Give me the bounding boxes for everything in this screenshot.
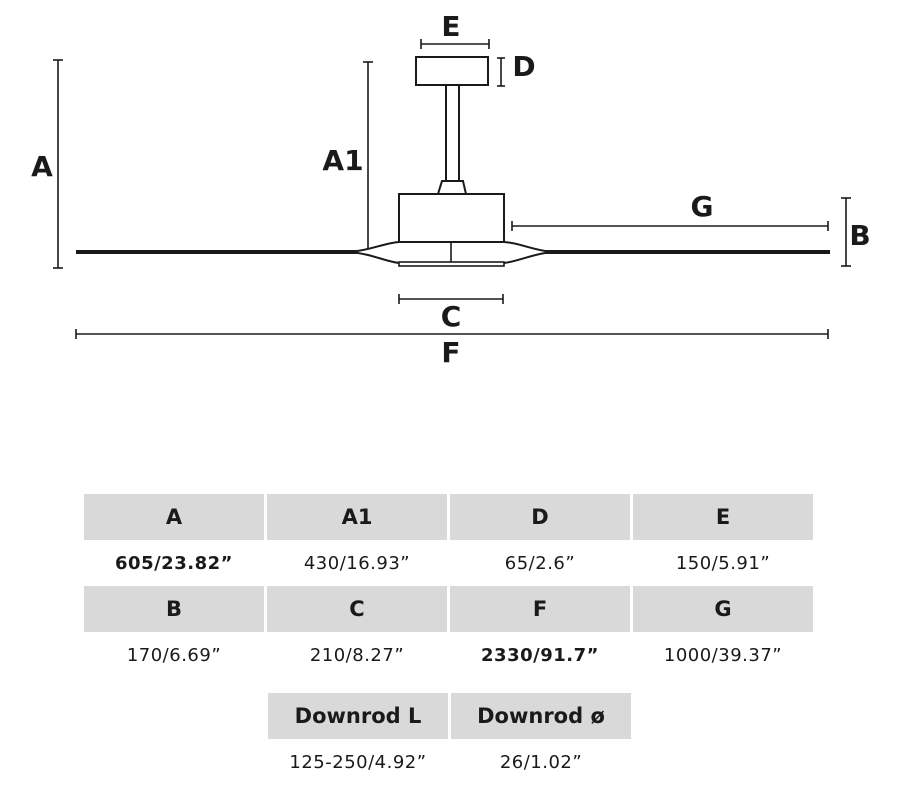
- header-g: G: [633, 586, 813, 632]
- label-d: D: [512, 50, 535, 83]
- label-c: C: [441, 300, 462, 333]
- value-d: 65/2.6”: [504, 552, 576, 574]
- downrod-coupler: [436, 180, 468, 195]
- value-b: 170/6.69”: [126, 644, 222, 666]
- label-a: A: [31, 150, 53, 183]
- dimension-line-e: [420, 39, 490, 49]
- header-c: C: [267, 586, 447, 632]
- value-downrod-diameter: 26/1.02”: [499, 751, 583, 773]
- value-downrod-length: 125-250/4.92”: [289, 751, 427, 773]
- header-downrod-diameter: Downrod ø: [451, 693, 631, 739]
- label-g: G: [691, 190, 714, 223]
- value-g: 1000/39.37”: [663, 644, 783, 666]
- header-f: F: [450, 586, 630, 632]
- dimension-line-b: [841, 197, 851, 267]
- label-b: B: [849, 219, 870, 252]
- value-c: 210/8.27”: [309, 644, 405, 666]
- dimension-line-f: [75, 329, 829, 339]
- label-e: E: [441, 10, 460, 43]
- label-f: F: [441, 336, 460, 369]
- downrod: [445, 84, 460, 182]
- dimension-line-a1: [363, 61, 373, 252]
- dimension-line-g: [511, 221, 829, 231]
- header-a: A: [84, 494, 264, 540]
- motor-housing: [398, 193, 505, 243]
- header-b: B: [84, 586, 264, 632]
- ceiling-canopy: [415, 56, 489, 86]
- dimension-line-a: [53, 59, 63, 269]
- ceiling-fan-drawing: [76, 56, 830, 267]
- dimension-table-row-3: Downrod L Downrod ø 125-250/4.92” 26/1.0…: [268, 693, 631, 785]
- value-e: 150/5.91”: [675, 552, 771, 574]
- value-f: 2330/91.7”: [481, 644, 599, 666]
- label-a1: A1: [322, 144, 363, 177]
- header-d: D: [450, 494, 630, 540]
- value-a1: 430/16.93”: [303, 552, 411, 574]
- dimension-table-row-1: A A1 D E 605/23.82” 430/16.93” 65/2.6” 1…: [84, 494, 813, 586]
- header-e: E: [633, 494, 813, 540]
- value-a: 605/23.82”: [115, 552, 233, 574]
- header-downrod-length: Downrod L: [268, 693, 448, 739]
- dimension-line-c: [398, 294, 504, 304]
- header-a1: A1: [267, 494, 447, 540]
- dimension-line-d: [497, 57, 505, 87]
- dimension-table-row-2: B C F G 170/6.69” 210/8.27” 2330/91.7” 1…: [84, 586, 813, 678]
- fan-dimension-diagram: A A1 E D G B C F: [31, 10, 871, 369]
- light-plate: [398, 261, 505, 267]
